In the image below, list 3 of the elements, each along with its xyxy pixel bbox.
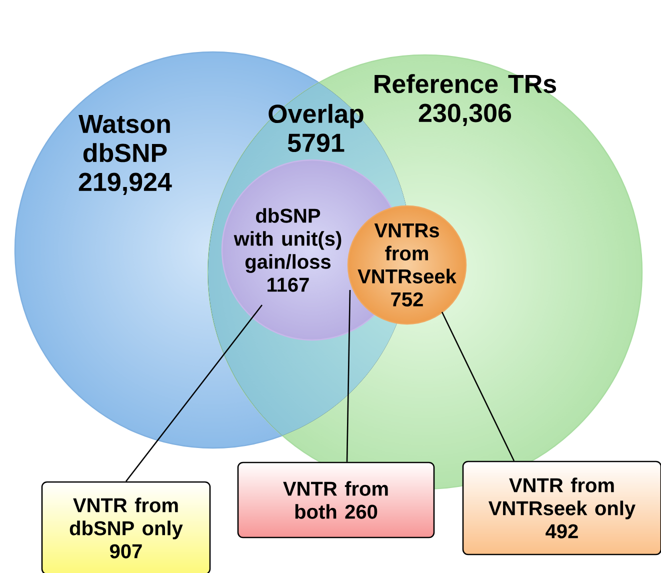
leader-line: [441, 312, 515, 462]
leader-line: [346, 290, 351, 462]
leader-line: [125, 304, 263, 482]
